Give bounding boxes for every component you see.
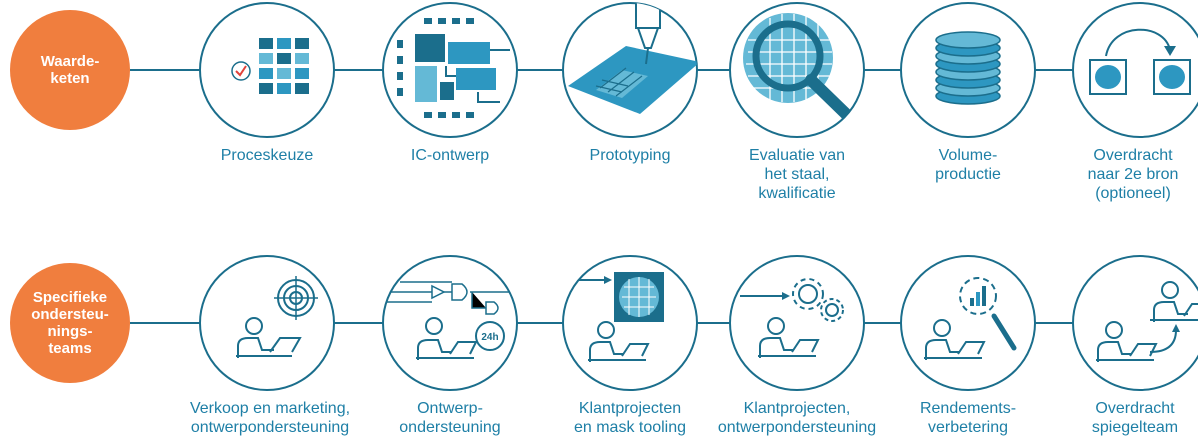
caption-line: Klantprojecten, <box>743 400 851 417</box>
caption-line: Verkoop en marketing, <box>189 400 351 417</box>
mask-tooling-icon <box>562 255 698 391</box>
caption-line: het staal, <box>764 166 830 183</box>
caption-line: Volume- <box>938 147 998 164</box>
second-source-transfer-icon <box>1072 2 1198 138</box>
wafer-stack-icon <box>900 2 1036 138</box>
value-chain-badge <box>10 10 130 130</box>
step-caption-process-selection: Proceskeuze <box>197 146 337 165</box>
badge-line: Waarde- <box>40 53 100 70</box>
caption-line: ontwerpondersteuning <box>717 419 877 436</box>
ic-design-icon <box>382 2 518 138</box>
badge-line: Specifieke <box>32 289 108 306</box>
step-caption-volume-production: Volume- productie <box>898 146 1038 184</box>
badge-line: ondersteu- <box>31 306 109 323</box>
step-caption-second-source: Overdracht naar 2e bron (optioneel) <box>1068 146 1198 203</box>
badge-line: keten <box>50 70 90 87</box>
team-caption-mirror-team: Overdracht spiegelteam <box>1075 399 1195 437</box>
wafer-evaluation-icon <box>729 2 865 138</box>
logic-gates-24h-icon: 24h <box>382 255 518 391</box>
prototyping-icon <box>562 2 698 138</box>
yield-improvement-icon <box>900 255 1036 391</box>
value-chain-badge-label: Waarde- keten <box>20 53 120 87</box>
caption-line: naar 2e bron <box>1087 166 1179 183</box>
caption-line: Ontwerp- <box>417 400 483 417</box>
step-caption-evaluation: Evaluatie van het staal, kwalificatie <box>727 146 867 203</box>
caption-line: Overdracht <box>1093 147 1173 164</box>
caption-line: kwalificatie <box>758 185 836 202</box>
caption-line: Proceskeuze <box>220 147 314 164</box>
badge-line: teams <box>48 340 92 357</box>
caption-line: en mask tooling <box>573 419 687 436</box>
step-caption-prototyping: Prototyping <box>560 146 700 165</box>
caption-line: ondersteuning <box>399 419 501 436</box>
svg-text:24h: 24h <box>481 332 498 343</box>
gears-person-icon <box>729 255 865 391</box>
team-caption-design-support: Ontwerp- ondersteuning <box>390 399 510 437</box>
caption-line: Prototyping <box>589 147 671 164</box>
caption-line: Rendements- <box>919 400 1017 417</box>
caption-line: (optioneel) <box>1095 185 1171 202</box>
team-caption-customer-projects: Klantprojecten, ontwerpondersteuning <box>712 399 882 437</box>
caption-line: productie <box>935 166 1001 183</box>
step-caption-ic-design: IC-ontwerp <box>380 146 520 165</box>
target-person-icon <box>199 255 335 391</box>
caption-line: Overdracht <box>1095 400 1175 417</box>
mirror-team-icon <box>1072 255 1198 391</box>
caption-line: IC-ontwerp <box>410 147 490 164</box>
team-caption-sales-marketing: Verkoop en marketing, ontwerpondersteuni… <box>180 399 360 437</box>
support-teams-badge <box>10 263 130 383</box>
caption-line: spiegelteam <box>1091 419 1179 436</box>
team-caption-mask-tooling: Klantprojecten en mask tooling <box>560 399 700 437</box>
process-selection-icon <box>199 2 335 138</box>
caption-line: ontwerpondersteuning <box>190 419 350 436</box>
caption-line: Evaluatie van <box>748 147 846 164</box>
badge-line: nings- <box>47 323 93 340</box>
support-teams-badge-label: Specifieke ondersteu- nings- teams <box>14 289 126 357</box>
caption-line: Klantprojecten <box>578 400 682 417</box>
caption-line: verbetering <box>927 419 1009 436</box>
team-caption-yield-improvement: Rendements- verbetering <box>903 399 1033 437</box>
